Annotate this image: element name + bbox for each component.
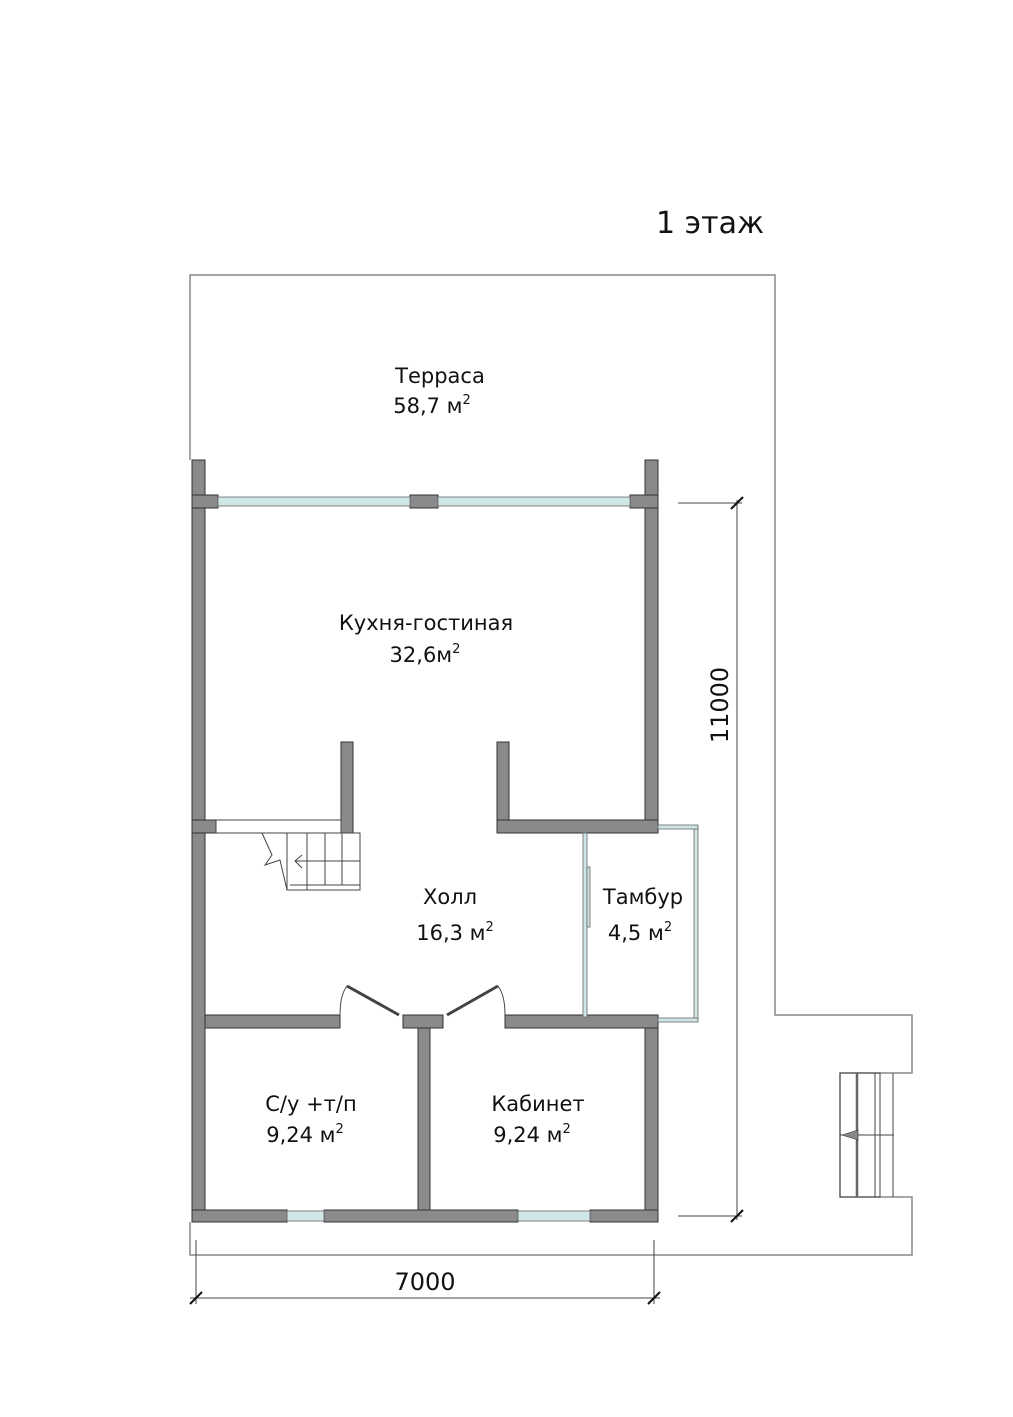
room-name: Холл (423, 885, 477, 909)
room-bathroom: С/у +т/п 9,24 м2 (265, 1092, 356, 1147)
svg-text:9,24 м2: 9,24 м2 (493, 1122, 571, 1147)
room-study: Кабинет 9,24 м2 (491, 1092, 584, 1147)
room-name: С/у +т/п (265, 1092, 356, 1116)
entrance-steps (839, 1072, 894, 1198)
room-name: Терраса (394, 364, 485, 388)
sup: 2 (486, 920, 494, 935)
dimension-7000: 7000 (394, 1268, 455, 1296)
dimension-vertical: 11000 (678, 496, 744, 1223)
sup: 2 (664, 920, 672, 935)
dimension-11000: 11000 (706, 667, 734, 743)
room-area: 32,6м (390, 643, 453, 667)
sup: 2 (463, 393, 471, 408)
interior-stairs (261, 832, 361, 891)
room-area: 9,24 м (266, 1123, 335, 1147)
sup: 2 (452, 642, 460, 657)
doors (339, 984, 506, 1017)
walls (191, 459, 659, 1223)
dimension-horizontal: 7000 (189, 1240, 661, 1305)
sup: 2 (563, 1122, 571, 1137)
room-area: 58,7 м (393, 394, 462, 418)
windows (217, 496, 699, 1222)
room-name: Кухня-гостиная (339, 611, 513, 635)
room-area: 4,5 м (608, 921, 664, 945)
svg-text:4,5 м2: 4,5 м2 (608, 920, 672, 945)
room-name: Тамбур (602, 885, 683, 909)
svg-text:16,3 м2: 16,3 м2 (416, 920, 494, 945)
room-name: Кабинет (491, 1092, 584, 1116)
floor-title: 1 этаж (656, 206, 764, 241)
svg-text:58,7 м2: 58,7 м2 (393, 393, 471, 418)
svg-text:9,24 м2: 9,24 м2 (266, 1122, 344, 1147)
room-area: 9,24 м (493, 1123, 562, 1147)
room-kitchen-living: Кухня-гостиная 32,6м2 (339, 611, 513, 667)
room-area: 16,3 м (416, 921, 485, 945)
room-hall: Холл 16,3 м2 (416, 885, 494, 945)
svg-text:32,6м2: 32,6м2 (390, 642, 461, 667)
room-terrace: Терраса 58,7 м2 (393, 364, 485, 418)
room-vestibule: Тамбур 4,5 м2 (602, 885, 683, 945)
sup: 2 (336, 1122, 344, 1137)
